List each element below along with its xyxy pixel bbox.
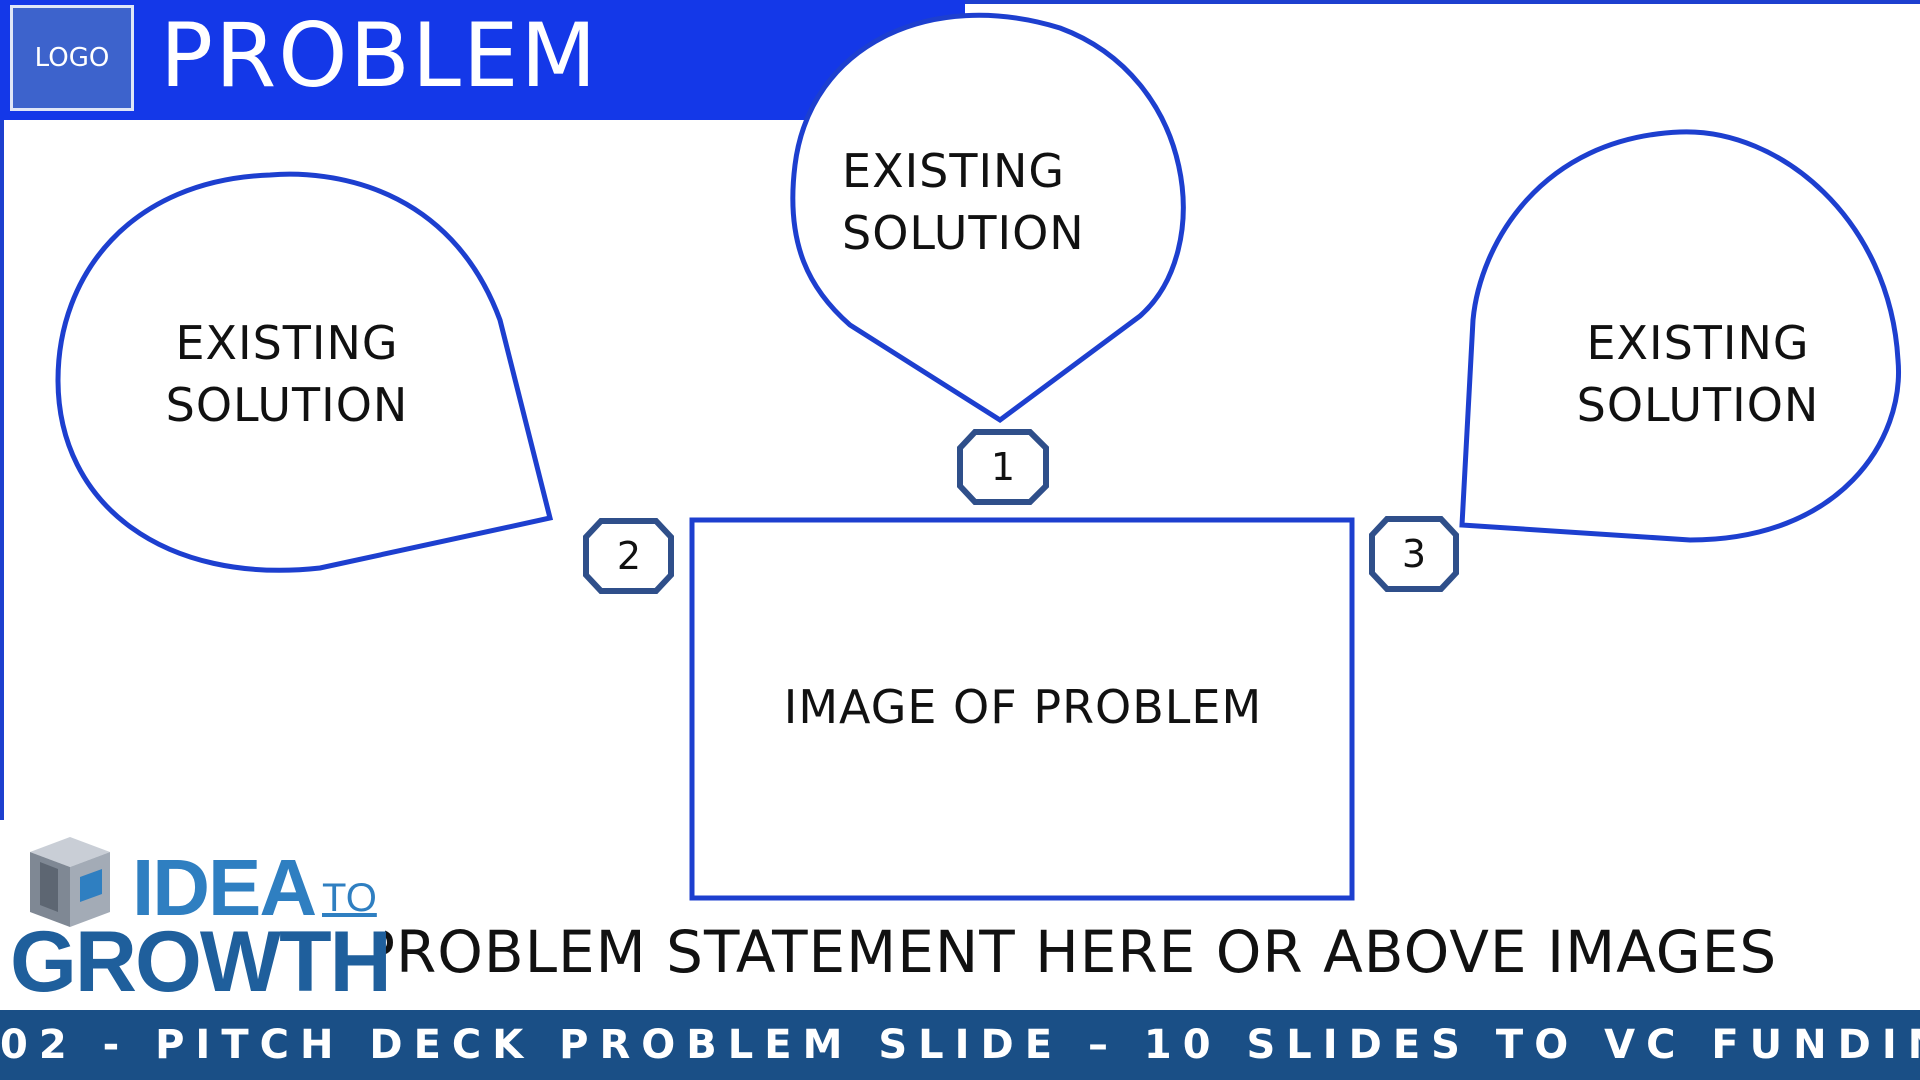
badge-3-number: 3: [1401, 532, 1427, 576]
bubble-left-line2: SOLUTION: [165, 378, 409, 432]
bubble-left-label: EXISTING SOLUTION: [137, 312, 437, 436]
slide-border-top: [960, 0, 1920, 4]
bubble-top-shape: [790, 12, 1186, 424]
badge-1-number: 1: [990, 445, 1016, 489]
bubble-right-label: EXISTING SOLUTION: [1548, 312, 1848, 436]
bubble-top-label: EXISTING SOLUTION: [842, 140, 1132, 264]
title-bar: LOGO PROBLEM: [0, 0, 965, 120]
brand-cube-icon: [30, 837, 110, 927]
bubble-right-line2: SOLUTION: [1576, 378, 1820, 432]
badge-1-octagon: [957, 429, 1049, 505]
idea-to-growth-watermark: IDEA TO GROWTH: [0, 820, 392, 1010]
brand-to: TO: [322, 876, 377, 920]
brand-growth: GROWTH: [10, 914, 392, 1010]
bubble-right-line1: EXISTING: [1586, 316, 1810, 370]
badge-2-octagon: [583, 518, 674, 594]
bubble-top-line2: SOLUTION: [842, 206, 1085, 260]
badge-2-number: 2: [616, 534, 642, 578]
logo-placeholder: LOGO: [10, 5, 134, 111]
slide-border-left: [0, 0, 4, 820]
bubble-top-line1: EXISTING: [842, 144, 1066, 198]
bubble-right-shape: [1459, 129, 1902, 543]
bubble-left-shape: [55, 171, 554, 573]
image-of-problem-box: [689, 517, 1355, 901]
page-title: PROBLEM: [160, 4, 599, 107]
brand-idea: IDEA: [132, 843, 317, 932]
bubble-left-line1: EXISTING: [175, 316, 399, 370]
footer-caption-bar: 02 - PITCH DECK PROBLEM SLIDE – 10 SLIDE…: [0, 1010, 1920, 1080]
image-of-problem-label: IMAGE OF PROBLEM: [783, 680, 1263, 734]
problem-statement: PROBLEM STATEMENT HERE OR ABOVE IMAGES: [360, 918, 1778, 986]
badge-3-octagon: [1369, 516, 1459, 592]
